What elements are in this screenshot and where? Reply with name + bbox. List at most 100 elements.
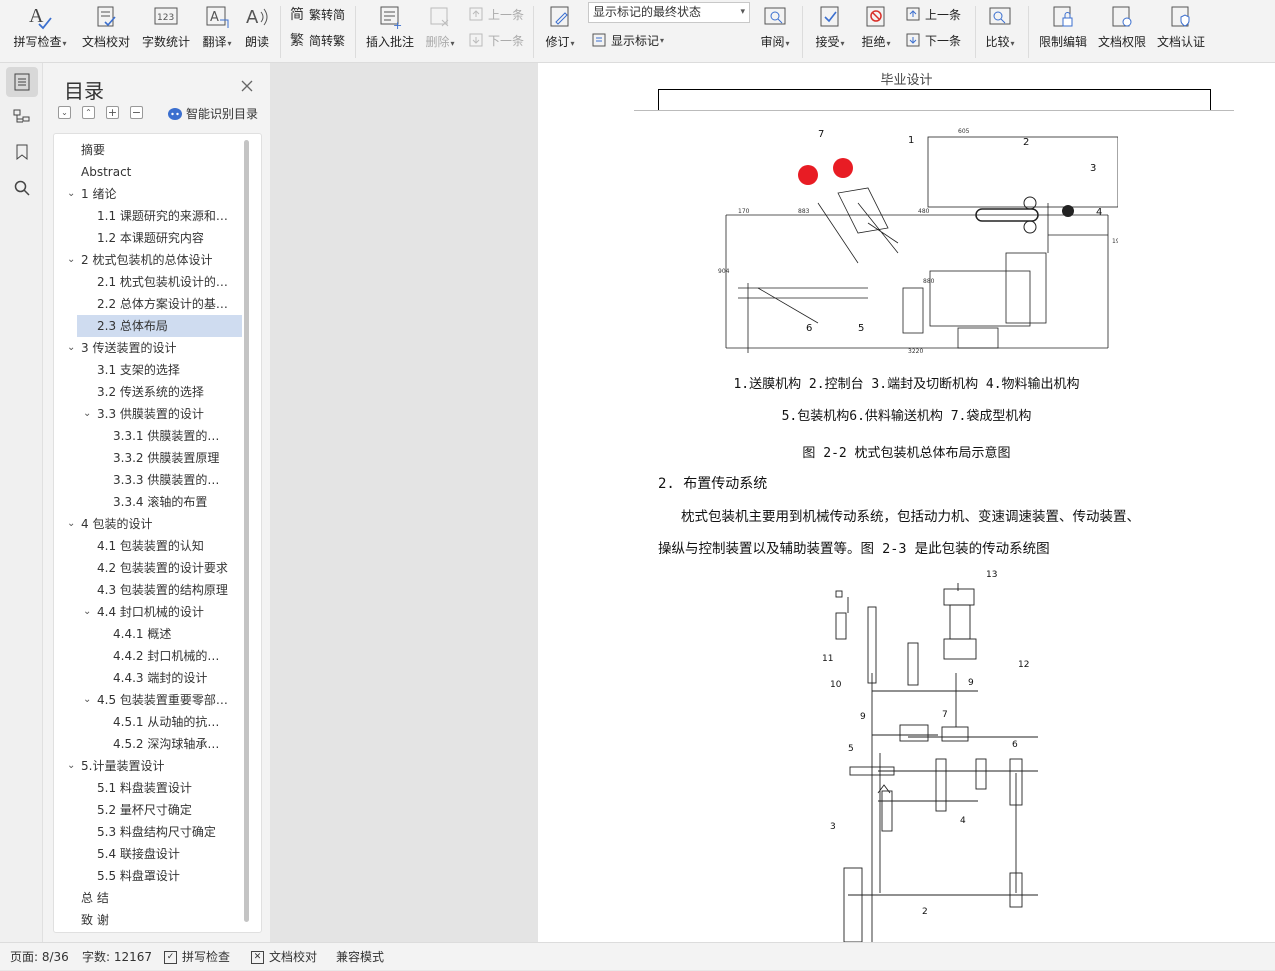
compat-mode-indicator: 兼容模式 [336, 950, 385, 964]
translate-button[interactable]: A 翻译▾ [197, 0, 237, 63]
ribbon-separator [975, 6, 976, 58]
smart-toc-button[interactable]: 智能识别目录 [167, 105, 258, 122]
layout-drawing: 7 1 2 3 4 5 6 605 170 883 480 1950 904 8… [718, 128, 1118, 353]
bookmark-panel-button[interactable] [6, 137, 38, 167]
search-panel-button[interactable] [6, 173, 38, 203]
toc-item[interactable]: 2 枕式包装机的总体设计 [81, 253, 213, 267]
chevron-down-icon[interactable]: ⌄ [83, 606, 92, 617]
next-revision-button[interactable]: 下一条 [904, 30, 961, 50]
film-roll-wheel [798, 165, 818, 185]
status-spell-check-toggle[interactable]: ✓拼写检查 [164, 943, 230, 971]
simp-to-trad-button[interactable]: 繁 简转繁 [290, 33, 346, 49]
toc-item[interactable]: 2.1 枕式包装机设计的要求 [97, 275, 231, 289]
prev-comment-button[interactable]: 上一条 [467, 4, 524, 24]
accept-button[interactable]: 接受▾ [810, 0, 850, 63]
remove-toc-item-button[interactable]: − [130, 106, 143, 119]
compare-button[interactable]: 比较▾ [980, 0, 1020, 63]
toc-item[interactable]: 1.1 课题研究的来源和意义 [97, 209, 231, 223]
toc-item[interactable]: 4 包装的设计 [81, 517, 153, 531]
chevron-up-icon: ⌃ [85, 108, 92, 117]
toc-item[interactable]: 5.计量装置设计 [81, 759, 165, 773]
chevron-down-icon[interactable]: ⌄ [67, 760, 76, 771]
expand-up-button[interactable]: ⌃ [82, 106, 95, 119]
chevron-down-icon[interactable]: ⌄ [67, 342, 76, 353]
doc-proofread-button[interactable]: 文档校对 [78, 0, 134, 63]
word-count-button[interactable]: 123 字数统计 [139, 0, 193, 63]
read-aloud-button[interactable]: A 朗读 [240, 0, 274, 63]
document-page[interactable]: 毕业设计 7 [538, 63, 1275, 942]
figure-legend-line: 1.送膜机构 2.控制台 3.端封及切断机构 4.物料输出机构 [733, 377, 1080, 392]
toc-item[interactable]: 4.2 包装装置的设计要求 [97, 561, 228, 575]
toc-item[interactable]: 4.4.2 封口机械的分类 [113, 649, 231, 663]
toc-item[interactable]: 4.4.1 概述 [113, 627, 172, 641]
figure-legend-line: 5.包装机构6.供料输送机构 7.袋成型机构 [781, 409, 1032, 424]
toc-scrollbar[interactable] [244, 140, 249, 922]
dimension-label: 480 [918, 208, 930, 215]
page-indicator[interactable]: 页面: 8/36 [10, 950, 69, 964]
toc-item[interactable]: 4.5 包装装置重要零部件设计 [97, 693, 231, 707]
toc-item[interactable]: 5.2 量杯尺寸确定 [97, 803, 192, 817]
toc-item[interactable]: 5.4 联接盘设计 [97, 847, 180, 861]
show-markup-button[interactable]: 显示标记▾ [590, 30, 664, 50]
toc-item[interactable]: 5.1 料盘装置设计 [97, 781, 192, 795]
reject-button[interactable]: 拒绝▾ [856, 0, 896, 63]
toc-item[interactable]: 3 传送装置的设计 [81, 341, 177, 355]
toc-item[interactable]: 4.5.2 深沟球轴承型号选择 [113, 737, 231, 751]
toc-item[interactable]: 2.2 总体方案设计的基本原则 [97, 297, 231, 311]
toc-item[interactable]: Abstract [81, 165, 132, 179]
toc-item[interactable]: 5.3 料盘结构尺寸确定 [97, 825, 216, 839]
trad-to-simp-button[interactable]: 简 繁转简 [290, 7, 346, 23]
callout-label: 1 [908, 135, 914, 146]
toc-item-selected[interactable]: 2.3 总体布局 [77, 315, 242, 337]
doc-rights-button[interactable]: 文档权限 [1094, 0, 1150, 63]
status-proof-toggle[interactable]: ✕文档校对 [251, 943, 317, 971]
toc-item[interactable]: 3.3.3 供膜装置的设计计算 [113, 473, 231, 487]
chevron-down-icon[interactable]: ⌄ [67, 254, 76, 265]
part-label: 11 [822, 654, 833, 664]
toc-panel-button[interactable] [6, 67, 38, 97]
part-label: 9 [860, 712, 866, 722]
toc-item[interactable]: 4.4 封口机械的设计 [97, 605, 204, 619]
revise-button[interactable]: 修订▾ [540, 0, 580, 63]
toc-item[interactable]: 4.5.1 从动轴的抗弯强度校核 [113, 715, 231, 729]
collapse-all-button[interactable]: ⌄ [58, 106, 71, 119]
doc-auth-button[interactable]: 文档认证 [1153, 0, 1209, 63]
review-button[interactable]: 审阅▾ [755, 0, 795, 63]
toc-item[interactable]: 3.3.2 供膜装置原理 [113, 451, 220, 465]
toc-item[interactable]: 4.3 包装装置的结构原理 [97, 583, 228, 597]
toc-item[interactable]: 致 谢 [81, 913, 109, 927]
toc-item[interactable]: 5.5 料盘罩设计 [97, 869, 180, 883]
restrict-edit-button[interactable]: 限制编辑 [1035, 0, 1091, 63]
toc-item[interactable]: 1 绪论 [81, 187, 117, 201]
toc-item[interactable]: 1.2 本课题研究内容 [97, 231, 204, 245]
toc-item[interactable]: 3.1 支架的选择 [97, 363, 180, 377]
toc-item[interactable]: 摘要 [81, 143, 106, 157]
toc-item[interactable]: 3.3.1 供膜装置的基本要求 [113, 429, 231, 443]
next-comment-button[interactable]: 下一条 [467, 30, 524, 50]
insert-comment-button[interactable]: + 插入批注 [362, 0, 418, 63]
toc-item[interactable]: 3.3 供膜装置的设计 [97, 407, 204, 421]
word-count-indicator[interactable]: 字数: 12167 [82, 950, 153, 964]
close-icon[interactable] [240, 79, 254, 93]
chevron-down-icon[interactable]: ⌄ [83, 408, 92, 419]
chevron-down-icon[interactable]: ⌄ [67, 188, 76, 199]
prev-comment-icon [467, 5, 485, 23]
outline-panel-button[interactable] [6, 101, 38, 131]
toc-item[interactable]: 3.2 传送系统的选择 [97, 385, 204, 399]
svg-text:123: 123 [157, 13, 174, 23]
page-header-text: 毕业设计 [880, 73, 933, 88]
toc-item[interactable]: 4.4.3 端封的设计 [113, 671, 208, 685]
prev-revision-button[interactable]: 上一条 [904, 4, 961, 24]
toc-item[interactable]: 3.3.4 滚轴的布置 [113, 495, 208, 509]
add-toc-item-button[interactable]: + [106, 106, 119, 119]
nav-rail [0, 63, 43, 942]
delete-comment-button[interactable]: 删除▾ [420, 0, 460, 63]
delete-comment-icon [427, 4, 453, 30]
spell-check-button[interactable]: A 拼写检查▾ [13, 5, 67, 49]
markup-state-select[interactable]: 显示标记的最终状态 ▾ [588, 2, 750, 23]
chevron-down-icon[interactable]: ⌄ [67, 518, 76, 529]
toc-item[interactable]: 总 结 [81, 891, 109, 905]
chevron-down-icon[interactable]: ⌄ [83, 694, 92, 705]
toc-item[interactable]: 4.1 包装装置的认知 [97, 539, 204, 553]
callout-label: 3 [1090, 163, 1096, 174]
